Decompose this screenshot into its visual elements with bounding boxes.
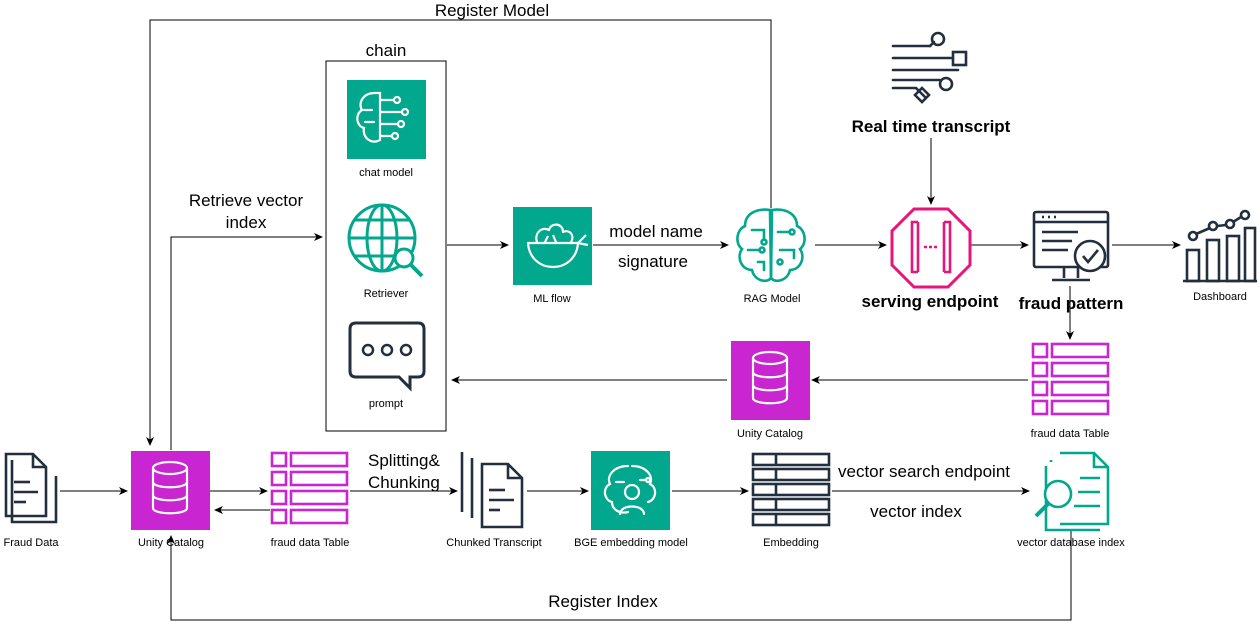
chain-label: chain bbox=[366, 41, 407, 60]
chain-container bbox=[325, 60, 447, 432]
splitting-label-line1: Splitting& bbox=[368, 451, 440, 470]
dashboard-icon bbox=[1183, 209, 1257, 283]
edge-register-index bbox=[167, 530, 1072, 621]
edge-retrieve-vector-index bbox=[170, 233, 323, 450]
bge-embedding-model-label: BGE embedding model bbox=[574, 537, 688, 549]
fraud-data-table-left-label: fraud data Table bbox=[271, 537, 350, 549]
chat-model-icon bbox=[347, 80, 426, 159]
splitting-label-line2: Chunking bbox=[368, 473, 440, 492]
register-model-label: Register Model bbox=[435, 1, 549, 20]
serving-endpoint-icon bbox=[890, 207, 972, 289]
fraud-pattern-icon bbox=[1032, 210, 1110, 282]
chat-model-label: chat model bbox=[359, 167, 413, 179]
edge-register-model bbox=[146, 19, 772, 446]
unity-catalog-bottom-icon bbox=[131, 451, 210, 530]
rag-model-icon bbox=[736, 208, 806, 283]
retriever-label: Retriever bbox=[364, 288, 409, 300]
ml-flow-label: ML flow bbox=[533, 293, 571, 305]
edges bbox=[60, 19, 1181, 621]
embedding-icon bbox=[751, 452, 831, 527]
real-time-transcript-icon bbox=[891, 31, 968, 104]
serving-endpoint-label: serving endpoint bbox=[862, 292, 999, 311]
unity-catalog-top-icon bbox=[731, 341, 810, 420]
vector-database-index-icon bbox=[1034, 451, 1110, 532]
model-name-label: model name bbox=[609, 222, 703, 241]
fraud-data-icon bbox=[4, 452, 58, 524]
fraud-data-table-right-icon bbox=[1031, 342, 1110, 416]
register-index-label: Register Index bbox=[548, 592, 658, 611]
ml-flow-icon bbox=[513, 207, 592, 285]
vector-database-index-label: vector database index bbox=[1017, 537, 1125, 549]
vector-index-label: vector index bbox=[870, 502, 962, 521]
chunked-transcript-label: Chunked Transcript bbox=[446, 537, 541, 549]
retrieve-vector-index-label-line2: index bbox=[226, 213, 267, 232]
fraud-pattern-label: fraud pattern bbox=[1019, 294, 1124, 313]
vector-search-endpoint-label: vector search endpoint bbox=[838, 462, 1010, 481]
rag-model-label: RAG Model bbox=[744, 293, 801, 305]
retrieve-vector-index-label-line1: Retrieve vector bbox=[189, 191, 304, 210]
chunked-transcript-icon bbox=[460, 452, 524, 529]
signature-label: signature bbox=[618, 252, 688, 271]
fraud-data-label: Fraud Data bbox=[3, 537, 59, 549]
dashboard-label: Dashboard bbox=[1193, 291, 1247, 303]
embedding-label: Embedding bbox=[763, 537, 819, 549]
fraud-data-table-left-icon bbox=[270, 451, 349, 525]
bge-embedding-model-icon bbox=[591, 451, 670, 530]
fraud-data-table-right-label: fraud data Table bbox=[1031, 428, 1110, 440]
prompt-label: prompt bbox=[369, 398, 403, 410]
unity-catalog-top-label: Unity Catalog bbox=[737, 428, 803, 440]
retriever-icon bbox=[347, 203, 424, 278]
real-time-transcript-label: Real time transcript bbox=[852, 117, 1011, 136]
unity-catalog-bottom-label: Unity Catalog bbox=[138, 537, 204, 549]
prompt-icon bbox=[348, 321, 426, 392]
